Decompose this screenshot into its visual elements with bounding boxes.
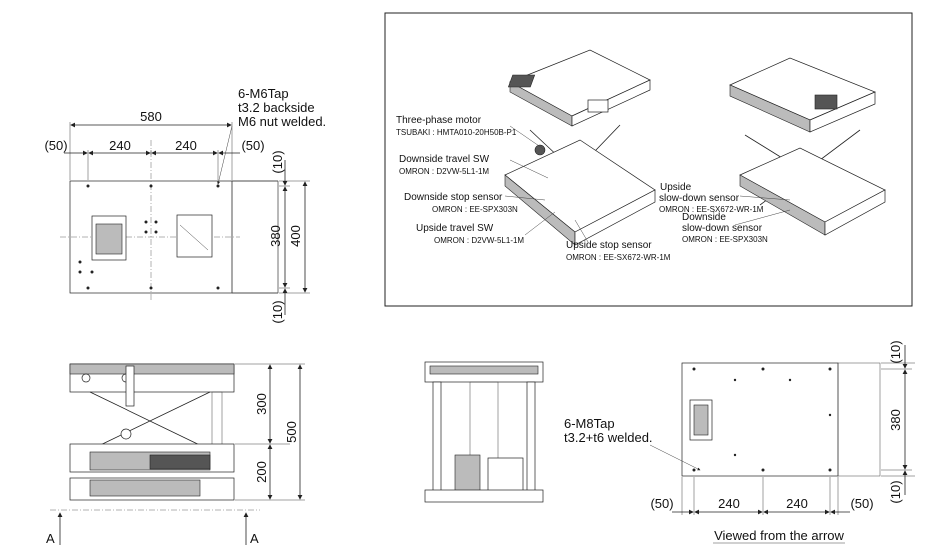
down-slow-label-2: slow-down sensor (682, 223, 763, 234)
dim-10-bottom-bottomview: (10) (888, 480, 903, 503)
up-stop-label: Upside stop sensor (566, 240, 652, 251)
dim-240-b-bottomview: 240 (786, 496, 808, 511)
dim-50-right-bottomview: (50) (850, 496, 873, 511)
up-travel-label: Upside travel SW (416, 223, 494, 234)
arrow-a-left: A (46, 531, 55, 546)
dim-400: 400 (288, 225, 303, 247)
down-travel-label: Downside travel SW (399, 154, 490, 165)
tap-label-line1-bottomview: 6-M8Tap (564, 416, 615, 431)
up-slow-label-1: Upside (660, 182, 692, 193)
bottom-view-caption: Viewed from the arrow (714, 528, 844, 543)
tap-holes (78, 184, 220, 290)
side-view (424, 361, 544, 503)
motor-model: TSUBAKI : HMTA010-20H50B-P1 (396, 128, 517, 137)
dim-50-left-bottomview: (50) (650, 496, 673, 511)
down-stop-label: Downside stop sensor (404, 192, 503, 203)
up-slow-label-2: slow-down sensor (659, 193, 740, 204)
down-stop-model: OMRON : EE-SPX303N (432, 205, 518, 214)
dim-240-a-bottomview: 240 (718, 496, 740, 511)
arrow-a-right: A (250, 531, 259, 546)
iso-view-frame (384, 12, 913, 307)
dim-50-left: (50) (44, 138, 67, 153)
lift-table-iso-right (729, 57, 886, 236)
dim-10-top-bottomview: (10) (888, 340, 903, 363)
up-travel-model: OMRON : D2VW-5L1-1M (434, 236, 524, 245)
tap-label-line1: 6-M6Tap (238, 86, 289, 101)
top-opening-right (176, 214, 213, 258)
dim-10-top: (10) (270, 150, 285, 173)
tap-label-line3: M6 nut welded. (238, 114, 326, 129)
dim-240-a: 240 (109, 138, 131, 153)
down-travel-model: OMRON : D2VW-5L1-1M (399, 167, 489, 176)
motor-label: Three-phase motor (396, 115, 482, 126)
tap-label-line2-bottomview: t3.2+t6 welded. (564, 430, 653, 445)
up-slow-model: OMRON : EE-SX672-WR-1M (659, 205, 764, 214)
dim-50-right: (50) (241, 138, 264, 153)
dim-500: 500 (284, 421, 299, 443)
top-view: 580 (50) 240 240 (50) (10) 380 400 (10) … (44, 86, 326, 324)
up-stop-model: OMRON : EE-SX672-WR-1M (566, 253, 671, 262)
tap-label-line2: t3.2 backside (238, 100, 315, 115)
dim-200: 200 (254, 461, 269, 483)
bottom-view: (10) 380 (10) (50) 240 240 (50) 6-M8Tap … (564, 340, 915, 544)
down-slow-label-1: Downside (682, 212, 726, 223)
dim-10-bottom: (10) (270, 300, 285, 323)
dim-580: 580 (140, 109, 162, 124)
lift-table-iso-left (504, 49, 656, 246)
dim-300: 300 (254, 393, 269, 415)
down-slow-model: OMRON : EE-SPX303N (682, 235, 768, 244)
iso-view: Three-phase motor TSUBAKI : HMTA010-20H5… (384, 12, 913, 307)
front-view: 300 500 200 A A (46, 363, 305, 546)
dim-380: 380 (268, 225, 283, 247)
dim-380-bottomview: 380 (888, 409, 903, 431)
dim-240-b: 240 (175, 138, 197, 153)
